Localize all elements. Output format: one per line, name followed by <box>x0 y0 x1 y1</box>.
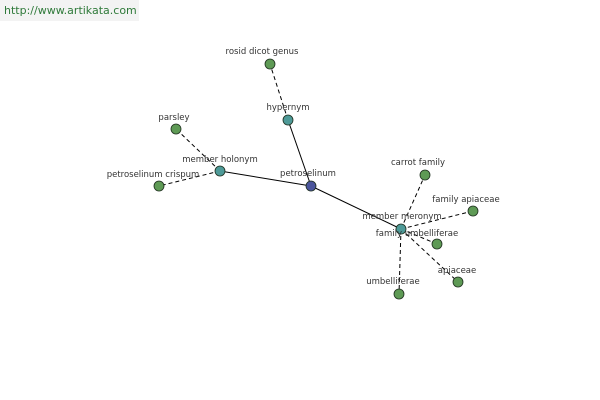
node-member-meronym[interactable] <box>395 223 407 235</box>
node-apiaceae[interactable] <box>452 276 464 288</box>
edge-hypernym-to-rosid-dicot-genus <box>269 63 289 121</box>
edge-member-holonym-to-parsley <box>175 128 221 172</box>
node-label-member-meronym[interactable]: member meronym <box>362 212 441 222</box>
edge-petroselinum-to-member-holonym <box>219 170 312 187</box>
edge-member-holonym-to-petroselinum-crispum <box>158 170 221 187</box>
node-carrot-family[interactable] <box>419 169 431 181</box>
edge-petroselinum-to-hypernym <box>287 119 312 187</box>
node-hypernym[interactable] <box>282 114 294 126</box>
node-parsley[interactable] <box>170 123 182 135</box>
node-label-parsley[interactable]: parsley <box>158 113 189 123</box>
node-label-family-umbelliferae[interactable]: family umbelliferae <box>376 229 458 239</box>
edge-petroselinum-to-member-meronym <box>310 185 402 230</box>
labels-layer: petroselinum hypernym member holonym member… <box>107 47 500 287</box>
node-petroselinum[interactable] <box>305 180 317 192</box>
edge-member-meronym-to-umbelliferae <box>398 228 402 295</box>
node-label-hypernym[interactable]: hypernym <box>266 103 309 113</box>
edges-layer <box>158 63 474 295</box>
node-label-petroselinum-crispum[interactable]: petroselinum crispum <box>107 170 200 180</box>
edge-member-meronym-to-family-apiaceae <box>400 210 474 230</box>
node-label-carrot-family[interactable]: carrot family <box>391 158 445 168</box>
node-label-umbelliferae[interactable]: umbelliferae <box>366 277 420 287</box>
edge-member-meronym-to-carrot-family <box>400 174 426 230</box>
node-family-umbelliferae[interactable] <box>431 238 443 250</box>
node-member-holonym[interactable] <box>214 165 226 177</box>
node-label-apiaceae[interactable]: apiaceae <box>438 266 477 276</box>
node-rosid-dicot-genus[interactable] <box>264 58 276 70</box>
edge-member-meronym-to-apiaceae <box>400 228 459 283</box>
node-petroselinum-crispum[interactable] <box>153 180 165 192</box>
nodes-layer <box>153 58 479 300</box>
source-url-banner[interactable]: http://www.artikata.com <box>0 0 139 21</box>
node-family-apiaceae[interactable] <box>467 205 479 217</box>
node-label-petroselinum[interactable]: petroselinum <box>280 169 336 179</box>
node-label-rosid-dicot-genus[interactable]: rosid dicot genus <box>226 47 299 57</box>
node-umbelliferae[interactable] <box>393 288 405 300</box>
node-label-family-apiaceae[interactable]: family apiaceae <box>432 195 499 205</box>
node-label-member-holonym[interactable]: member holonym <box>182 155 257 165</box>
